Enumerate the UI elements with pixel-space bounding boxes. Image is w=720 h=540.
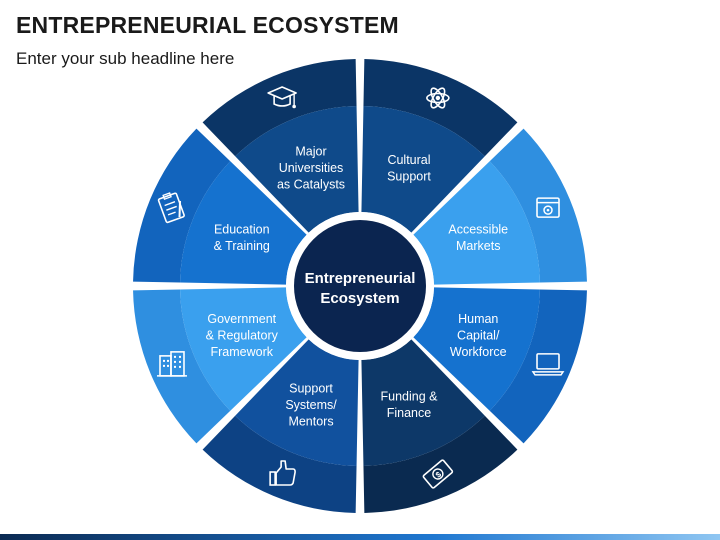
- bottom-accent-bar: [0, 534, 720, 540]
- segment-label-line: Universities: [279, 161, 344, 175]
- segment-inner-band: [180, 287, 307, 411]
- segment-label-line: Markets: [456, 239, 500, 253]
- segment-label-line: Finance: [387, 406, 432, 420]
- segment-label-line: Human: [458, 312, 498, 326]
- settings-window-icon: [536, 197, 560, 218]
- segment-outer-band: [363, 415, 518, 513]
- segment-label-line: & Training: [214, 239, 270, 253]
- segment-outer-band: [133, 289, 231, 444]
- graduation-cap-icon: [267, 86, 297, 109]
- segment-inner-band: [180, 161, 307, 285]
- segment-outer-band: [489, 289, 587, 444]
- segment-inner-band: [413, 287, 540, 411]
- segment-label-line: Government: [207, 312, 276, 326]
- thumbs-up-icon: [269, 460, 296, 486]
- segment-label-line: Accessible: [448, 222, 508, 236]
- center-label-line-1: Entrepreneurial: [305, 270, 416, 287]
- segment-label-line: Funding &: [380, 390, 438, 404]
- segment-outer-band: [489, 128, 587, 283]
- segment-label-line: Capital/: [457, 328, 500, 342]
- segment-education-training: Education & Training: [133, 128, 307, 285]
- laptop-icon: [531, 353, 565, 376]
- segment-label-line: Support: [289, 381, 333, 395]
- segment-inner-band: [235, 339, 359, 466]
- segment-inner-band: [413, 161, 540, 285]
- segment-label-line: Support: [387, 169, 431, 183]
- svg-text:$: $: [434, 470, 444, 480]
- segment-label-line: Workforce: [450, 345, 507, 359]
- segment-label-line: as Catalysts: [277, 178, 345, 192]
- page-title: ENTREPRENEURIAL ECOSYSTEM: [16, 12, 399, 38]
- segment-outer-band: [202, 59, 357, 157]
- segment-label-line: Framework: [210, 345, 273, 359]
- building-icon: [156, 351, 187, 377]
- center-circle: [294, 220, 426, 352]
- segment-label-line: Major: [295, 145, 326, 159]
- checklist-icon: [157, 192, 185, 224]
- segment-inner-band: [361, 106, 485, 233]
- segment-label-line: & Regulatory: [206, 328, 279, 342]
- segment-label-line: Mentors: [288, 414, 333, 428]
- segment-outer-band: [202, 415, 357, 513]
- segment-label-line: Cultural: [387, 153, 430, 167]
- segment-inner-band: [361, 339, 485, 466]
- page-subtitle: Enter your sub headline here: [16, 49, 235, 68]
- segment-label-line: Systems/: [285, 398, 337, 412]
- center-label-line-2: Ecosystem: [320, 290, 399, 307]
- segment-outer-band: [133, 128, 231, 283]
- segment-label-line: Education: [214, 222, 270, 236]
- atom-icon: [426, 87, 450, 109]
- money-icon: $: [422, 459, 454, 489]
- segment-inner-band: [235, 106, 359, 233]
- segment-funding-finance: $ Funding & Finance: [361, 339, 518, 513]
